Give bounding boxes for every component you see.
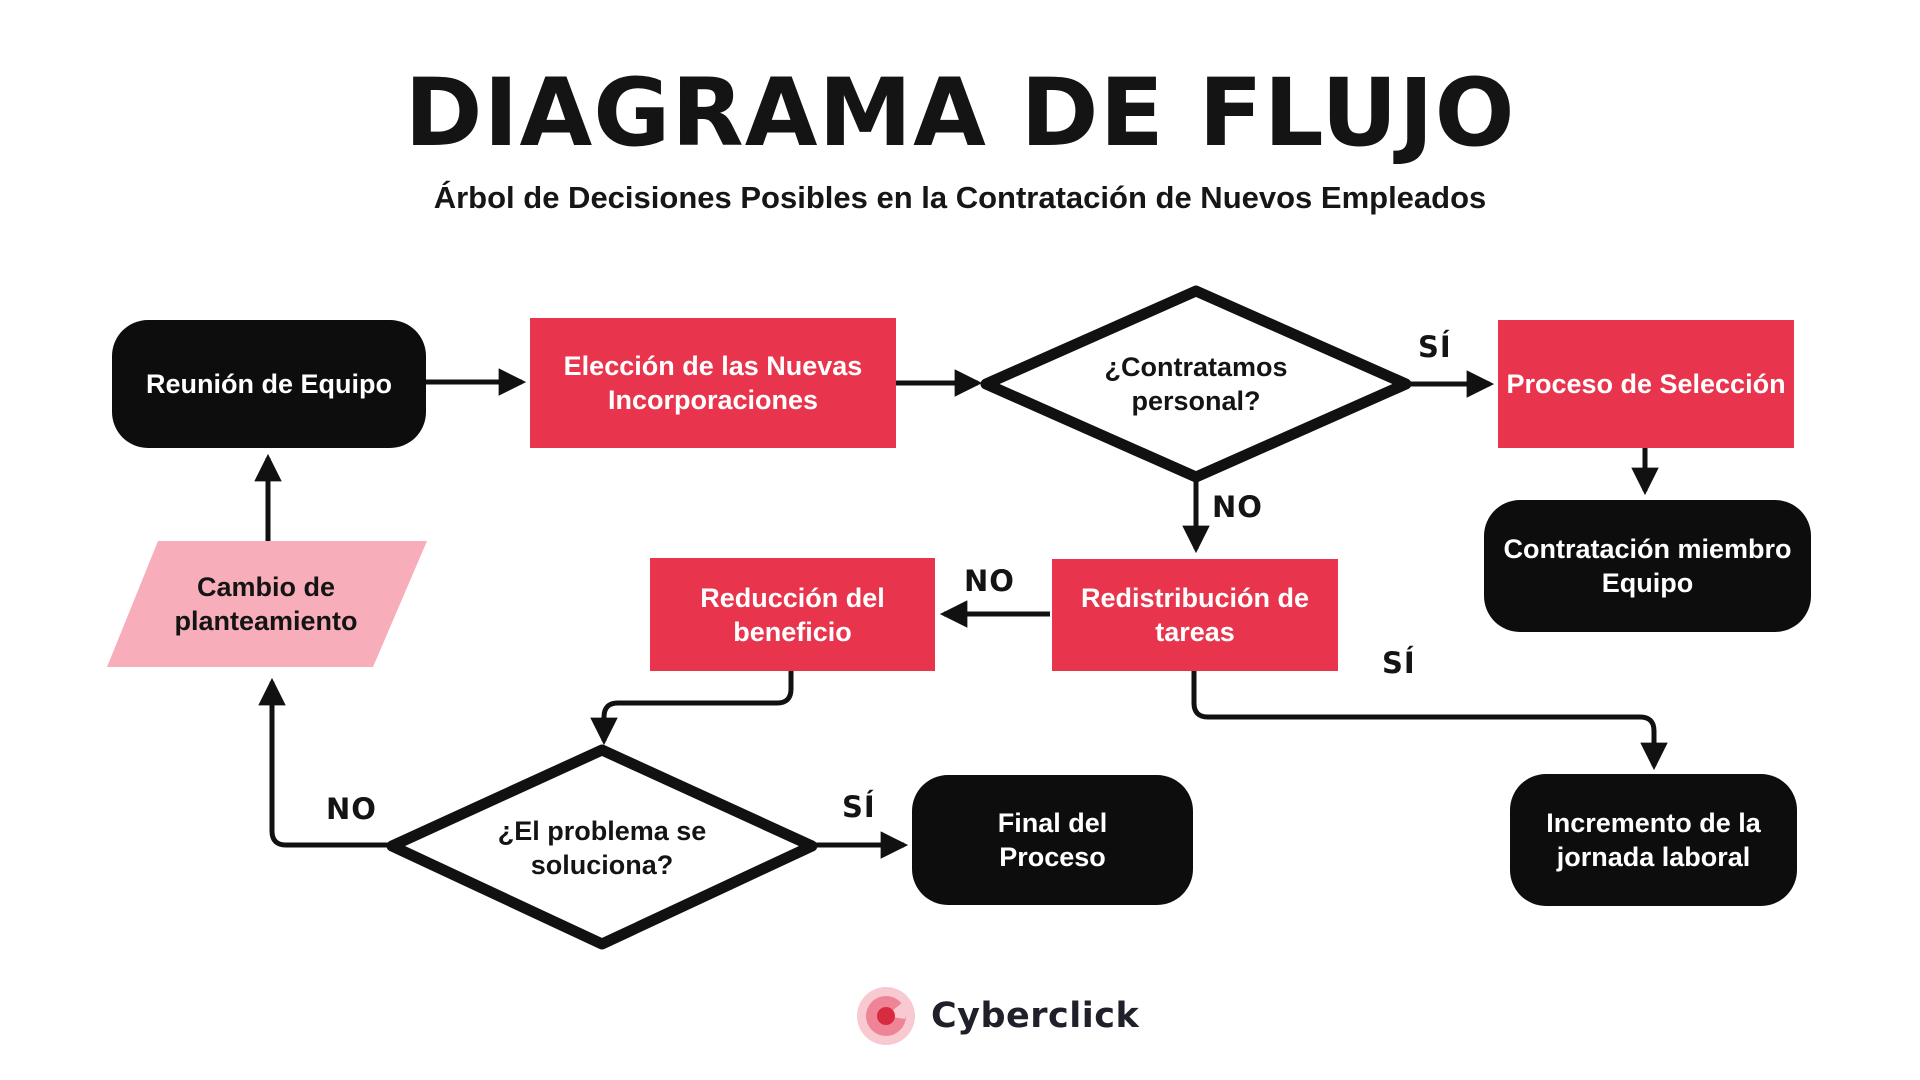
node-contratacion-miembro: Contratación miembro Equipo: [1484, 500, 1811, 632]
edge-redistribucion-si-to-incremento: [1191, 671, 1668, 771]
node-final-proceso: Final del Proceso: [912, 775, 1193, 905]
page-subtitle: Árbol de Decisiones Posibles en la Contr…: [433, 180, 1487, 215]
decision-problema-diamond: [386, 744, 818, 950]
edge-problema-no-to-cambio: [258, 677, 391, 848]
cambio-parallelogram: [107, 541, 427, 667]
edge-reduccion-to-decision-problema: [590, 671, 794, 746]
node-decision-problema: ¿El problema se soluciona?: [497, 815, 707, 880]
decision-contratamos-diamond: [980, 285, 1412, 483]
page-title: DIAGRAMA DE FLUJO: [404, 59, 1516, 168]
node-decision-contratamos: ¿Contratamos personal?: [1104, 352, 1288, 416]
node-eleccion-incorporaciones: Elección de las Nuevas Incorporaciones: [530, 318, 896, 448]
edge-label-no-problema: NO: [326, 792, 377, 826]
cyberclick-logo-icon: [857, 987, 915, 1045]
brand-footer: Cyberclick: [855, 985, 1139, 1047]
node-proceso-seleccion: Proceso de Selección: [1498, 320, 1794, 448]
node-reunion-equipo: Reunión de Equipo: [112, 320, 426, 448]
node-reduccion-beneficio: Reducción del beneficio: [650, 558, 935, 671]
node-cambio-planteamiento: Cambio de planteamiento: [174, 572, 358, 636]
edge-label-si-contratamos: SÍ: [1418, 330, 1452, 364]
edge-label-si-problema: SÍ: [842, 790, 876, 824]
edge-label-no-redistribucion: NO: [964, 564, 1015, 598]
brand-name: Cyberclick: [931, 996, 1140, 1036]
edge-label-no-contratamos: NO: [1212, 490, 1263, 524]
node-incremento-jornada: Incremento de la jornada laboral: [1510, 774, 1797, 906]
node-redistribucion-tareas: Redistribución de tareas: [1052, 559, 1338, 671]
edge-label-si-redistribucion: SÍ: [1382, 646, 1416, 680]
